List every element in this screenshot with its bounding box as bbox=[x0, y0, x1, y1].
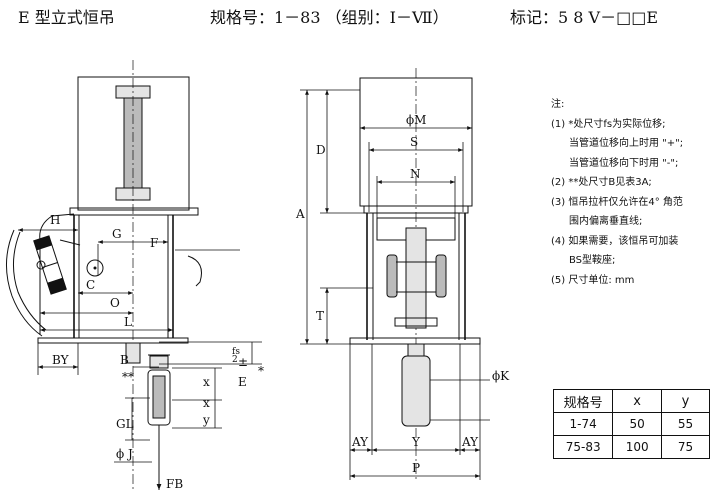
spec-range: 规格号：1－83 （组别：Ⅰ－Ⅶ） bbox=[210, 8, 449, 27]
dim-D: D bbox=[316, 143, 326, 157]
drawing-title: E 型立式恒吊 bbox=[18, 8, 115, 27]
dim-J: ϕ J bbox=[116, 447, 133, 461]
dim-O: O bbox=[110, 296, 120, 310]
center-cam bbox=[405, 227, 427, 329]
front-view: ϕM S N D A T ϕK AY Y AY P bbox=[295, 68, 510, 480]
dim-P: P bbox=[412, 461, 420, 475]
note-line: (4) 如果需要，该恒吊可加装 bbox=[551, 235, 679, 247]
dim-Y: Y bbox=[411, 435, 421, 449]
table-row: 75-83 100 75 bbox=[552, 435, 710, 459]
note-line: 当管道位移向上时用 "+"; bbox=[569, 138, 684, 149]
pivot-pin bbox=[86, 259, 104, 277]
dim-M: ϕM bbox=[406, 113, 426, 127]
note-line: BS型鞍座; bbox=[569, 255, 616, 266]
dim-x1: x bbox=[203, 375, 210, 389]
table-cell: 75-83 bbox=[552, 435, 614, 459]
dim-x2: x bbox=[203, 396, 210, 410]
dim-N: N bbox=[410, 167, 421, 181]
note-mark-star: * bbox=[258, 364, 264, 378]
table-cell: 55 bbox=[660, 412, 710, 436]
side-base bbox=[37, 337, 189, 344]
side-mount-plate bbox=[69, 207, 199, 216]
spec-table: 规格号 x y 1-74 50 55 75-83 100 75 bbox=[552, 389, 710, 459]
note-line: 当管道位移向下时用 "-"; bbox=[569, 157, 679, 169]
dim-two: 2 bbox=[232, 355, 238, 365]
dim-L: L bbox=[124, 315, 132, 329]
notes-title: 注: bbox=[551, 99, 565, 110]
left-roller bbox=[386, 254, 398, 298]
front-turnbuckle bbox=[401, 355, 431, 427]
table-header-cell: y bbox=[660, 389, 710, 413]
dim-y: y bbox=[202, 413, 210, 427]
note-line: (2) **处尺寸B见表3A; bbox=[551, 177, 652, 188]
dim-fs: fs bbox=[232, 347, 240, 357]
dim-H: H bbox=[50, 213, 60, 227]
note-line: (5) 尺寸单位: mm bbox=[551, 274, 635, 286]
dim-pm: ± bbox=[238, 355, 248, 369]
dim-A: A bbox=[295, 207, 305, 221]
dim-F: F bbox=[150, 236, 158, 250]
table-header-cell: x bbox=[612, 389, 662, 413]
table-cell: 50 bbox=[612, 412, 662, 436]
load-FB: FB bbox=[166, 477, 183, 491]
dim-BY: BY bbox=[52, 353, 70, 367]
dim-K: ϕK bbox=[492, 369, 510, 383]
table-row: 1-74 50 55 bbox=[552, 412, 710, 436]
right-roller bbox=[435, 254, 447, 298]
table-header-cell: 规格号 bbox=[552, 389, 614, 413]
dim-C: C bbox=[86, 278, 95, 292]
marking-code: 标记：5 8 V－□□E bbox=[510, 8, 659, 27]
note-line: (1) *处尺寸fs为实际位移; bbox=[551, 118, 666, 130]
dim-B: B bbox=[120, 353, 129, 367]
dim-E: E bbox=[238, 375, 247, 389]
notes-block: 注: (1) *处尺寸fs为实际位移; 当管道位移向上时用 "+"; 当管道位移… bbox=[551, 95, 709, 290]
table-header-row: 规格号 x y bbox=[552, 389, 710, 413]
table-cell: 100 bbox=[612, 435, 662, 459]
note-line: (3) 恒吊拉杆仅允许在4° 角范 bbox=[551, 196, 683, 208]
note-mark-double-star: ** bbox=[122, 370, 134, 384]
dim-GL: GL bbox=[116, 417, 134, 431]
table-cell: 1-74 bbox=[552, 412, 614, 436]
dim-AY-left: AY bbox=[351, 435, 369, 449]
front-base bbox=[349, 337, 481, 345]
note-line: 围内偏离垂直线; bbox=[569, 216, 643, 227]
dim-T: T bbox=[316, 309, 324, 323]
dim-AY-right: AY bbox=[461, 435, 479, 449]
side-view: H G F C O L BY B ** * E ± fs 2 x x y GL … bbox=[5, 60, 264, 491]
dim-G: G bbox=[112, 227, 122, 241]
dim-S: S bbox=[410, 135, 418, 149]
table-cell: 75 bbox=[660, 435, 710, 459]
side-housing bbox=[77, 76, 190, 211]
